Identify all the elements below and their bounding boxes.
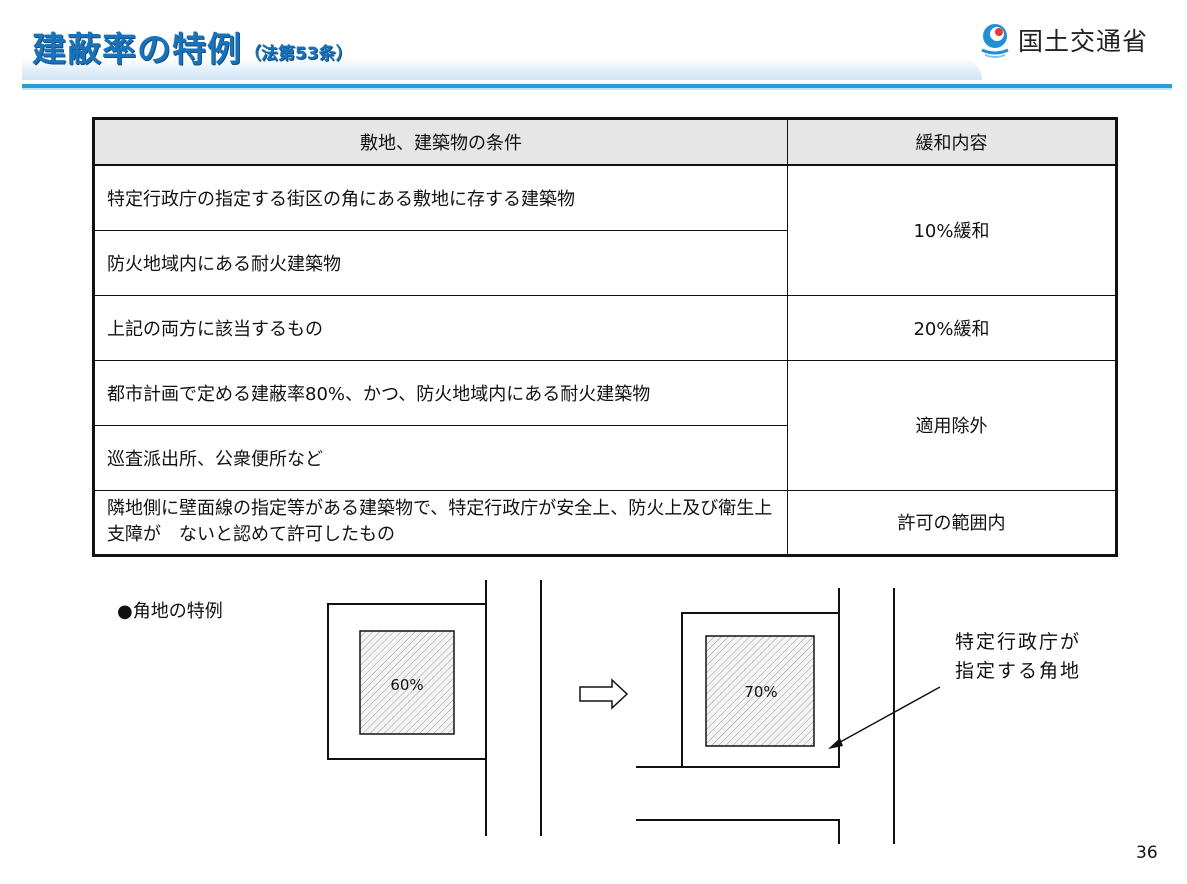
condition-cell: 都市計画で定める建蔽率80%、かつ、防火地域内にある耐火建築物 [93,359,788,426]
ministry-logo: 国土交通省 [978,18,1178,62]
condition-cell: 隣地側に壁面線の指定等がある建築物で、特定行政庁が安全上、防火上及び衛生上支障が… [93,489,788,557]
building-footprint [705,635,815,747]
normal-lot-diagram: 60% [327,580,542,836]
column-header-conditions: 敷地、建築物の条件 [93,118,788,166]
title-subtitle: （法第53条） [244,44,353,64]
column-header-relief: 緩和内容 [787,118,1117,166]
page-number: 36 [1136,843,1158,863]
condition-cell: 防火地域内にある耐火建築物 [93,229,788,296]
road-edge-line [636,819,840,844]
header-rule-light [22,88,1172,90]
note-line-1: 特定行政庁が [955,631,1082,653]
lot-boundary [327,603,486,760]
table-row: 防火地域内にある耐火建築物 [93,229,1117,296]
condition-cell: 巡査派出所、公衆便所など [93,424,788,491]
conditions-table-wrap: 敷地、建築物の条件 緩和内容 特定行政庁の指定する街区の角にある敷地に存する建築… [92,117,1118,557]
relief-cell: 10%緩和 [787,164,1117,296]
table-row: 都市計画で定める建蔽率80%、かつ、防火地域内にある耐火建築物 適用除外 [93,359,1117,491]
relief-cell: 適用除外 [787,359,1117,491]
table-header-row: 敷地、建築物の条件 緩和内容 [93,118,1117,166]
table-row: 巡査派出所、公衆便所など [93,424,1117,491]
corner-lot-label: ●角地の特例 [117,601,223,622]
header-rule [22,84,1172,88]
coverage-60-label: 60% [390,676,423,694]
building-footprint [359,630,455,735]
relief-cell: 許可の範囲内 [787,489,1117,557]
table-row: 隣地側に壁面線の指定等がある建築物で、特定行政庁が安全上、防火上及び衛生上支障が… [93,489,1117,557]
page-title: 建蔽率の特例（法第53条） [32,28,353,76]
condition-cell: 特定行政庁の指定する街区の角にある敷地に存する建築物 [93,164,788,231]
title-underline-wave [22,58,982,80]
callout-leader-line [832,686,941,747]
corner-lot-drawing: 70% [636,588,941,844]
callout-arrowhead-icon [828,738,843,749]
condition-cell: 上記の両方に該当するもの [93,294,788,361]
transform-arrow-icon [579,678,629,710]
ministry-name: 国土交通省 [1018,27,1149,56]
conditions-table: 敷地、建築物の条件 緩和内容 特定行政庁の指定する街区の角にある敷地に存する建築… [92,117,1118,557]
coverage-70-label: 70% [744,683,777,701]
table-row: 特定行政庁の指定する街区の角にある敷地に存する建築物 10%緩和 [93,164,1117,296]
title-main: 建蔽率の特例 [32,30,242,70]
table-row: 上記の両方に該当するもの 20%緩和 [93,294,1117,361]
note-line-2: 指定する角地 [955,660,1082,682]
mlit-emblem-icon [981,24,1009,58]
designated-corner-note: 特定行政庁が 指定する角地 [955,628,1081,686]
